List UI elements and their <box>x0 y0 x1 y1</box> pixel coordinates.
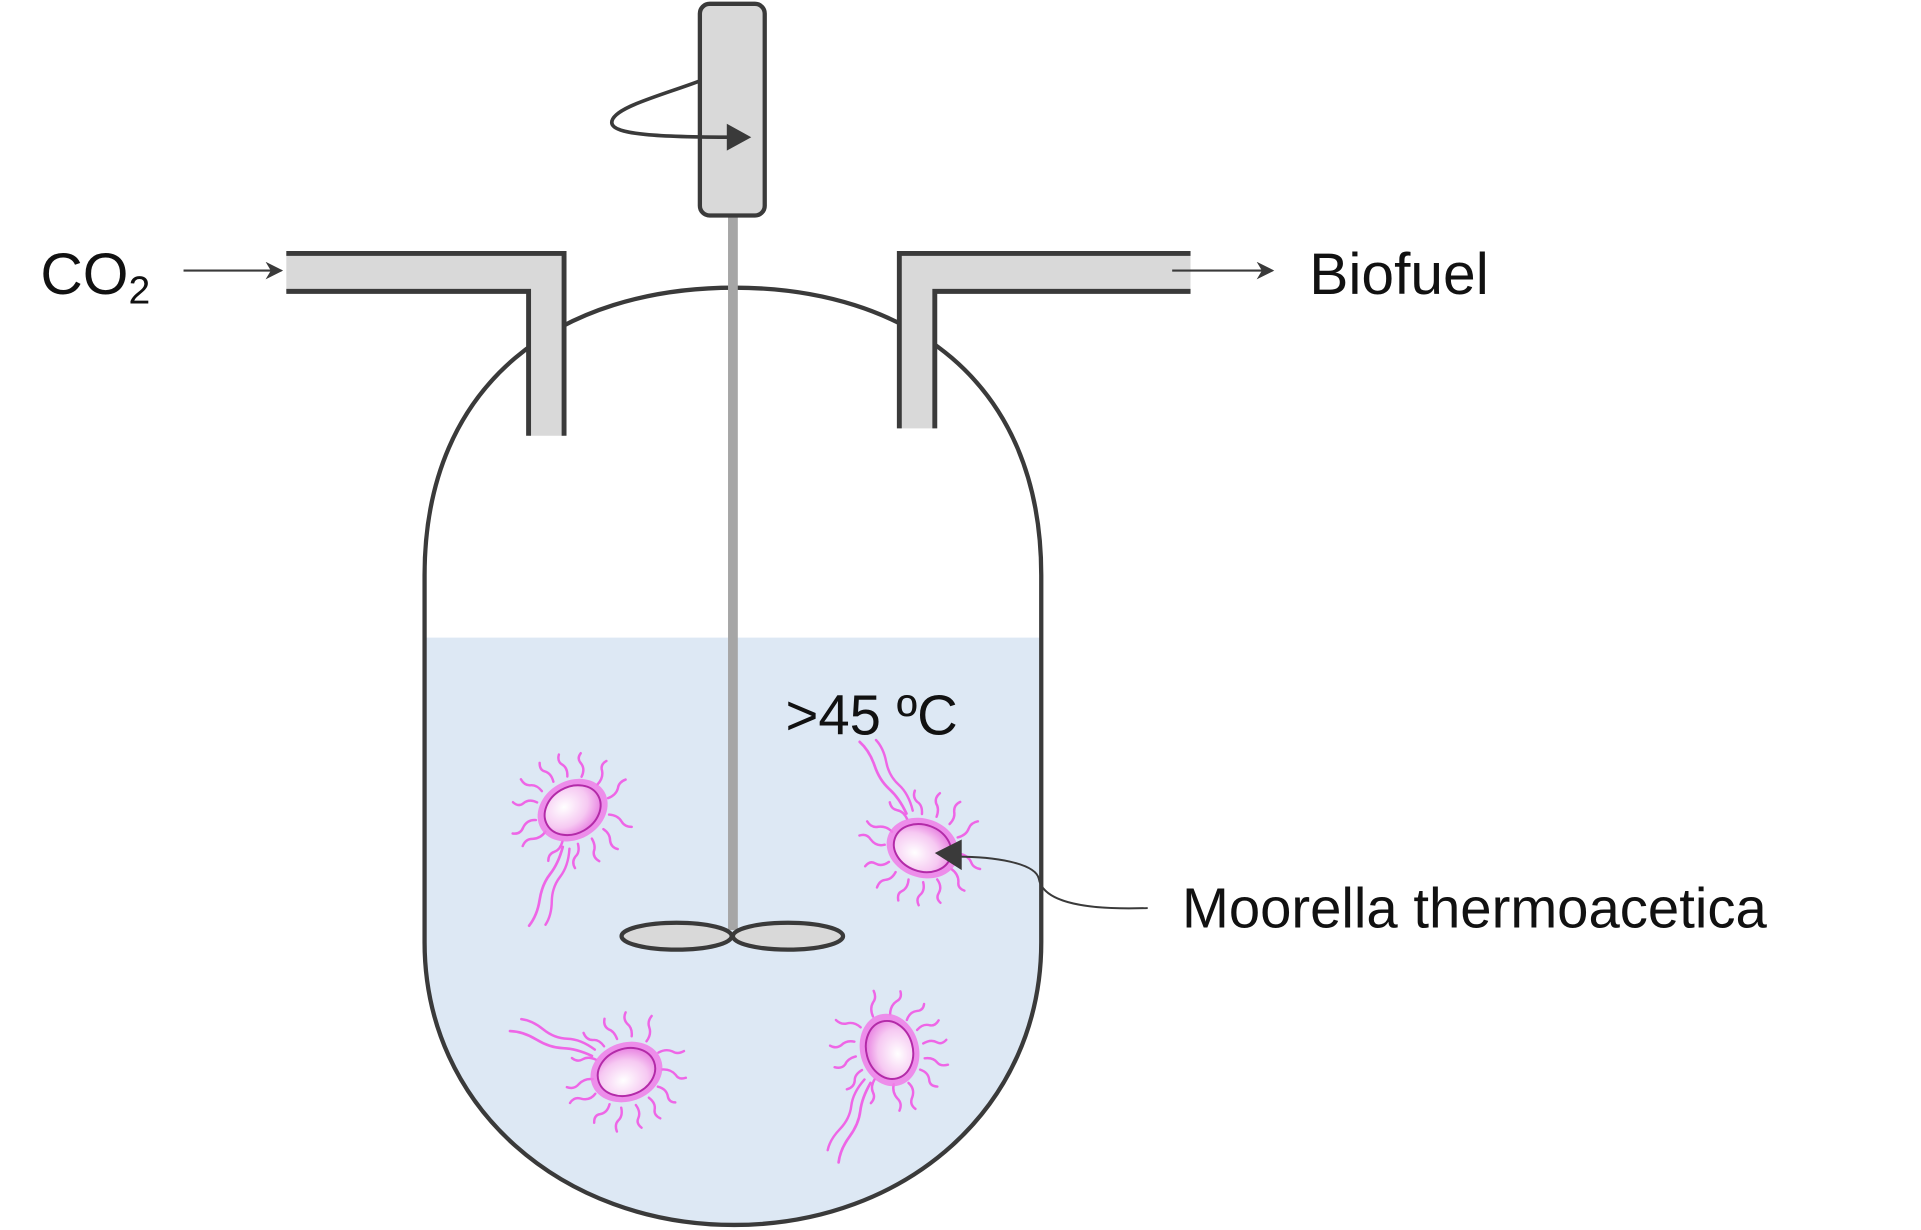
reactor-vessel <box>422 285 1044 1228</box>
stirrer-shaft <box>728 214 738 931</box>
outlet-label: Biofuel <box>1309 242 1489 307</box>
rotation-arrow-icon <box>609 79 735 140</box>
outlet-pipe <box>896 250 1191 429</box>
temperature-label: >45 ºC <box>786 683 958 746</box>
organism-callout-arrowhead-icon <box>934 839 962 871</box>
inlet-pipe <box>286 250 567 436</box>
organism-label: Moorella thermoacetica <box>1182 877 1768 940</box>
rotation-arrowhead-icon <box>726 123 752 151</box>
impeller <box>619 920 846 952</box>
organism-callout-line <box>956 855 1148 910</box>
motor <box>697 1 767 218</box>
inlet-label: CO2 <box>40 242 150 313</box>
